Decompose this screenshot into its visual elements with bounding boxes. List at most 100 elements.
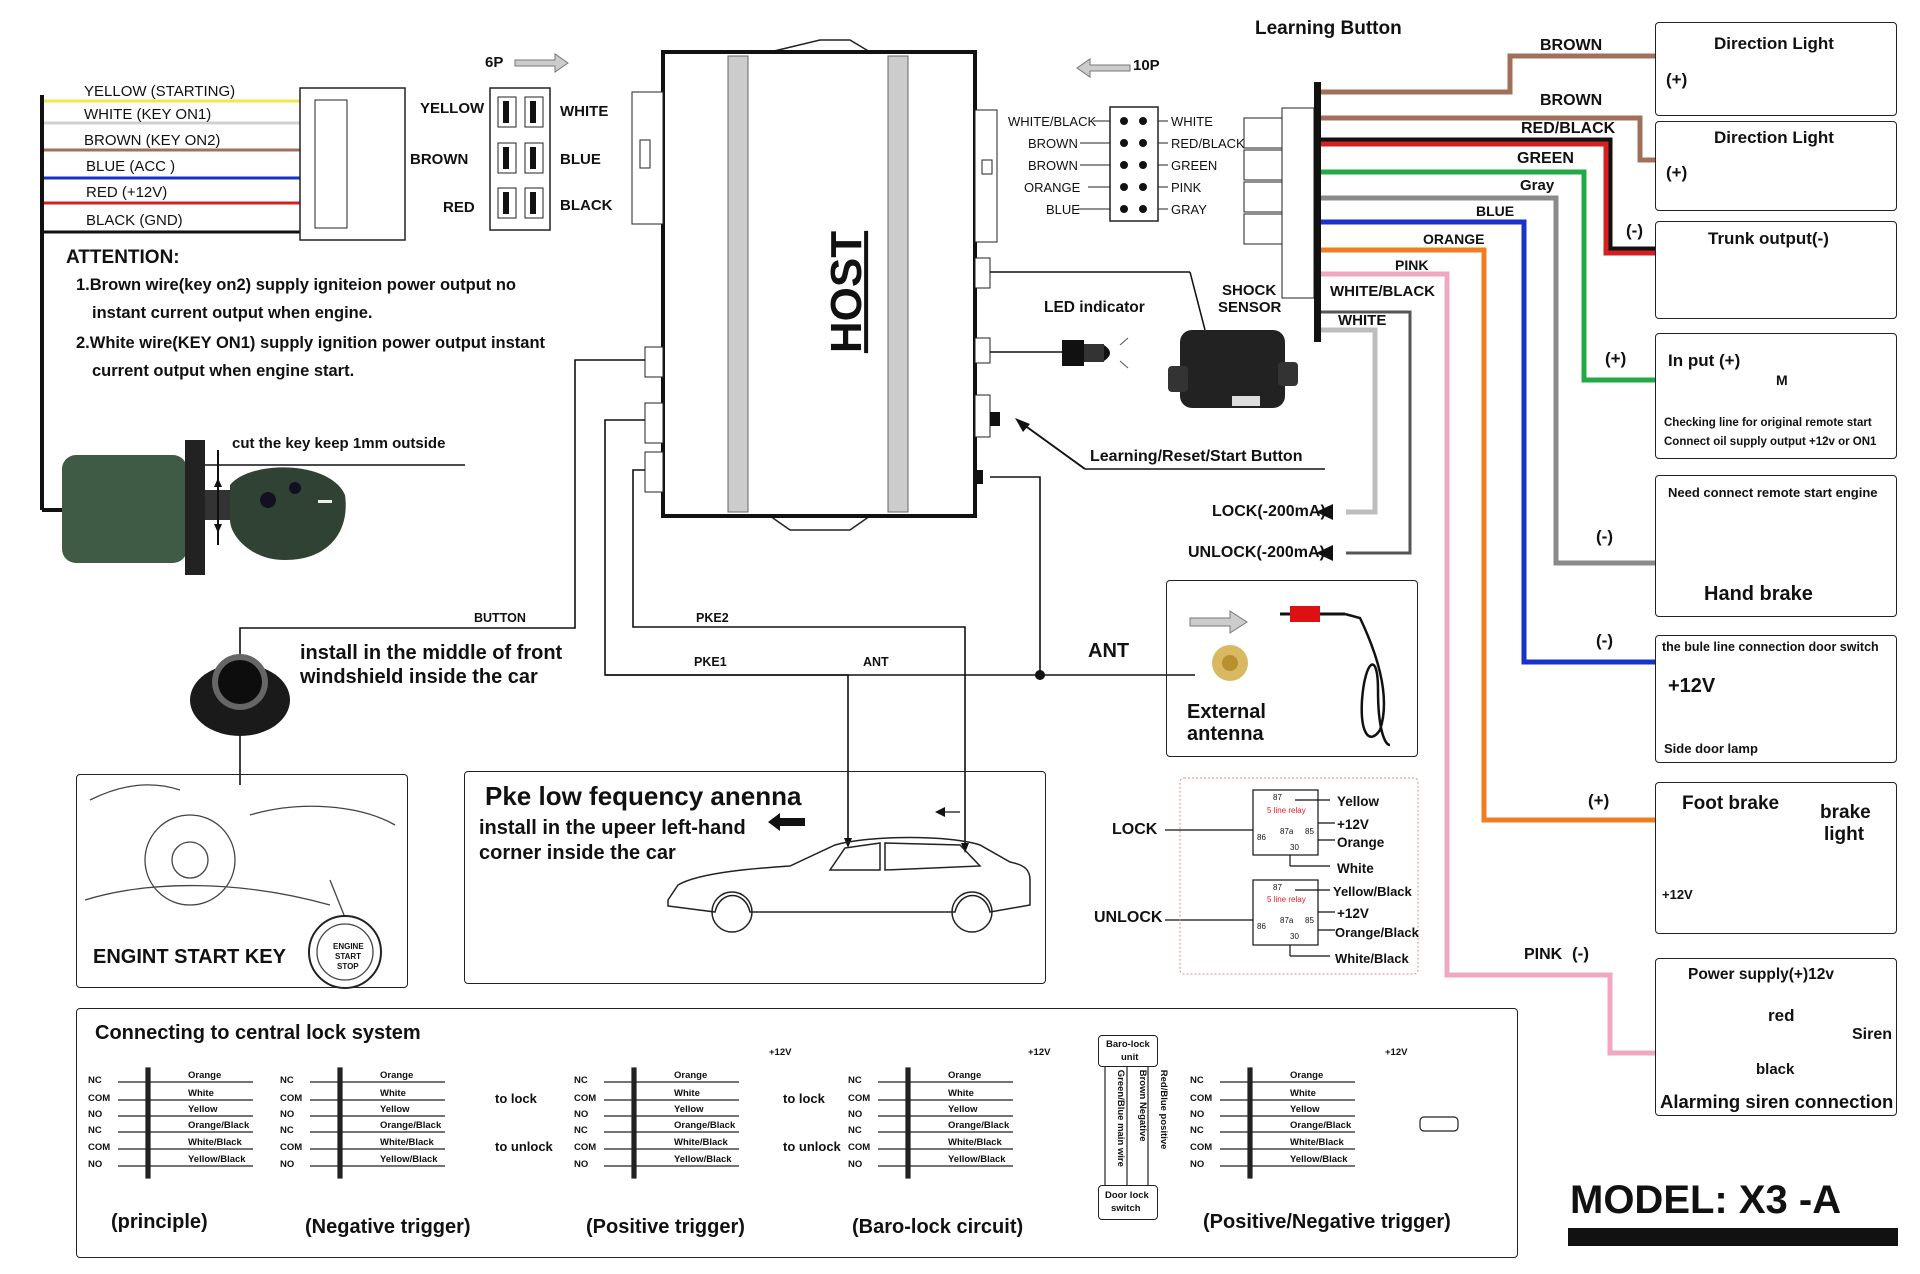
baro-vertical-label: Brown Negative — [1136, 1069, 1148, 1142]
start-button-install-1: install in the middle of front — [300, 642, 563, 664]
pin-label: COM — [280, 1142, 303, 1153]
central-wire-label: White/Black — [188, 1137, 242, 1148]
foot-v-label: +12V — [1662, 887, 1693, 902]
wire-label-black: BLACK (GND) — [86, 212, 183, 229]
brake-light-label-1: brake — [1820, 802, 1871, 823]
central-lock-box: Connecting to central lock system (princ… — [76, 1008, 1518, 1258]
unlock-output-label: UNLOCK(-200mA) — [1188, 544, 1325, 561]
to-lock-label: to lock — [783, 1091, 825, 1106]
central-wire-label: Yellow — [674, 1104, 704, 1115]
right-wire-pink: PINK — [1395, 257, 1429, 273]
caption-pos-neg: (Positive/Negative trigger) — [1203, 1211, 1451, 1233]
pin-label: NC — [574, 1075, 588, 1086]
foot-brake-box: Foot brake brake light +12V — [1655, 782, 1897, 934]
engine-start-key-box: ENGINT START KEY ENGINE START STOP — [76, 774, 408, 988]
pin-label: COM — [848, 1142, 871, 1153]
v12-label: +12V — [1385, 1047, 1408, 1058]
wire-label-white: WHITE (KEY ON1) — [84, 106, 212, 123]
6p-right-2: BLUE — [560, 151, 601, 168]
pin-label: NO — [1190, 1109, 1205, 1120]
right-wire-red-black: RED/BLACK — [1521, 120, 1616, 137]
siren-power-label: Power supply(+)12v — [1688, 966, 1835, 983]
foot-plus-label: (+) — [1588, 791, 1610, 810]
10p-left-3: BROWN — [1028, 158, 1078, 173]
central-wire-label: Yellow — [380, 1104, 410, 1115]
to-unlock-label: to unlock — [495, 1139, 553, 1154]
led-indicator-graphic — [1062, 337, 1129, 369]
door-v-label: +12V — [1668, 675, 1716, 697]
pin-label: NC — [280, 1075, 294, 1086]
dashboard-graphic — [84, 784, 396, 989]
pin-label: COM — [574, 1093, 597, 1104]
central-wire-label: Orange/Black — [674, 1120, 736, 1131]
relay1-pin-87a: 87a — [1280, 827, 1294, 836]
central-wire-label: White — [1290, 1088, 1316, 1099]
relay1-pin-30: 30 — [1290, 843, 1299, 852]
right-wire-white: WHITE — [1338, 312, 1387, 329]
v12-label: +12V — [1028, 1047, 1051, 1058]
connector-6p-label: 6P — [485, 54, 504, 71]
engine-btn-text-1: ENGINE — [333, 942, 364, 951]
6p-left-3: RED — [443, 199, 475, 216]
to-unlock-label: to unlock — [783, 1139, 841, 1154]
wire-label-yellow: YELLOW (STARTING) — [84, 83, 236, 100]
attention-line1: 1.Brown wire(key on2) supply igniteion p… — [76, 276, 517, 294]
door-minus-label: (-) — [1596, 631, 1613, 650]
pke-title: Pke low fequency anenna — [485, 781, 802, 811]
central-wire-label: Orange — [674, 1070, 708, 1081]
central-wire-label: White — [948, 1088, 974, 1099]
central-wire-label: Orange/Black — [188, 1120, 250, 1131]
start-button-install-2: windshield inside the car — [300, 666, 538, 688]
baro-vertical-label: Red/Blue positive — [1157, 1069, 1169, 1150]
hand-brake-label: Hand brake — [1704, 583, 1813, 605]
trunk-minus-label: (-) — [1626, 221, 1643, 240]
right-wire-brown-2: BROWN — [1540, 92, 1603, 109]
10p-right-1: WHITE — [1171, 114, 1213, 129]
plus-label-1: (+) — [1666, 70, 1688, 89]
central-wire-label: White — [188, 1088, 214, 1099]
right-wire-green: GREEN — [1517, 150, 1574, 167]
lock-output-label: LOCK(-200mA) — [1212, 503, 1326, 520]
host-signal-wires — [200, 359, 1195, 848]
trunk-output-label: Trunk output(-) — [1708, 229, 1829, 248]
v12-label: +12V — [769, 1047, 792, 1058]
external-antenna-graphic — [1189, 606, 1391, 747]
input-note-2: Connect oil supply output +12v or ON1 — [1664, 436, 1877, 448]
trunk-output-box: Trunk output(-) — [1655, 221, 1897, 319]
pke-car-graphic — [667, 836, 1031, 933]
shock-sensor-label-2: SENSOR — [1218, 299, 1282, 316]
right-wire-brown-1: BROWN — [1540, 37, 1603, 54]
door-lamp-label: Side door lamp — [1664, 741, 1758, 756]
relay2-orange-black: Orange/Black — [1335, 925, 1419, 940]
wire-pke1-label: PKE1 — [694, 655, 727, 669]
pin-label: NC — [88, 1075, 102, 1086]
ant-label: ANT — [1088, 640, 1130, 662]
6p-right-3: BLACK — [560, 197, 613, 214]
baro-unit-1: Baro-lock — [1106, 1039, 1150, 1050]
central-wire-label: Orange — [1290, 1070, 1324, 1081]
external-antenna-box: External antenna — [1166, 580, 1418, 757]
siren-label: Siren — [1852, 1026, 1893, 1043]
10p-right-5: GRAY — [1171, 202, 1207, 217]
connector-10p-label: 10P — [1133, 57, 1160, 74]
central-wire-label: White/Black — [674, 1137, 728, 1148]
wire-label-blue: BLUE (ACC ) — [86, 158, 176, 175]
learning-button-label: Learning Button — [1255, 18, 1402, 39]
motor-m-label: M — [1776, 372, 1788, 388]
pin-label: NO — [574, 1109, 589, 1120]
attention-line2b: current output when engine start. — [92, 362, 355, 380]
pin-label: NC — [848, 1075, 862, 1086]
pke-antenna-box: Pke low fequency anenna install in the u… — [464, 771, 1046, 984]
model-label: MODEL: X3 -A — [1570, 1178, 1842, 1222]
relay-diagrams — [1165, 789, 1335, 957]
siren-box: Power supply(+)12v red black Siren Alarm… — [1655, 958, 1897, 1116]
caption-positive: (Positive trigger) — [586, 1216, 745, 1238]
direction-light-box-1: Direction Light (+) — [1655, 22, 1897, 116]
central-wire-label: Yellow/Black — [1290, 1154, 1348, 1165]
right-connector-block — [1243, 82, 1321, 342]
wire-label-brown: BROWN (KEY ON2) — [84, 132, 221, 149]
input-note-1: Checking line for original remote start — [1664, 417, 1872, 429]
push-start-button-graphic — [190, 654, 290, 736]
direction-light-box-2: Direction Light (+) — [1655, 121, 1897, 211]
central-wire-label: Orange — [188, 1070, 222, 1081]
